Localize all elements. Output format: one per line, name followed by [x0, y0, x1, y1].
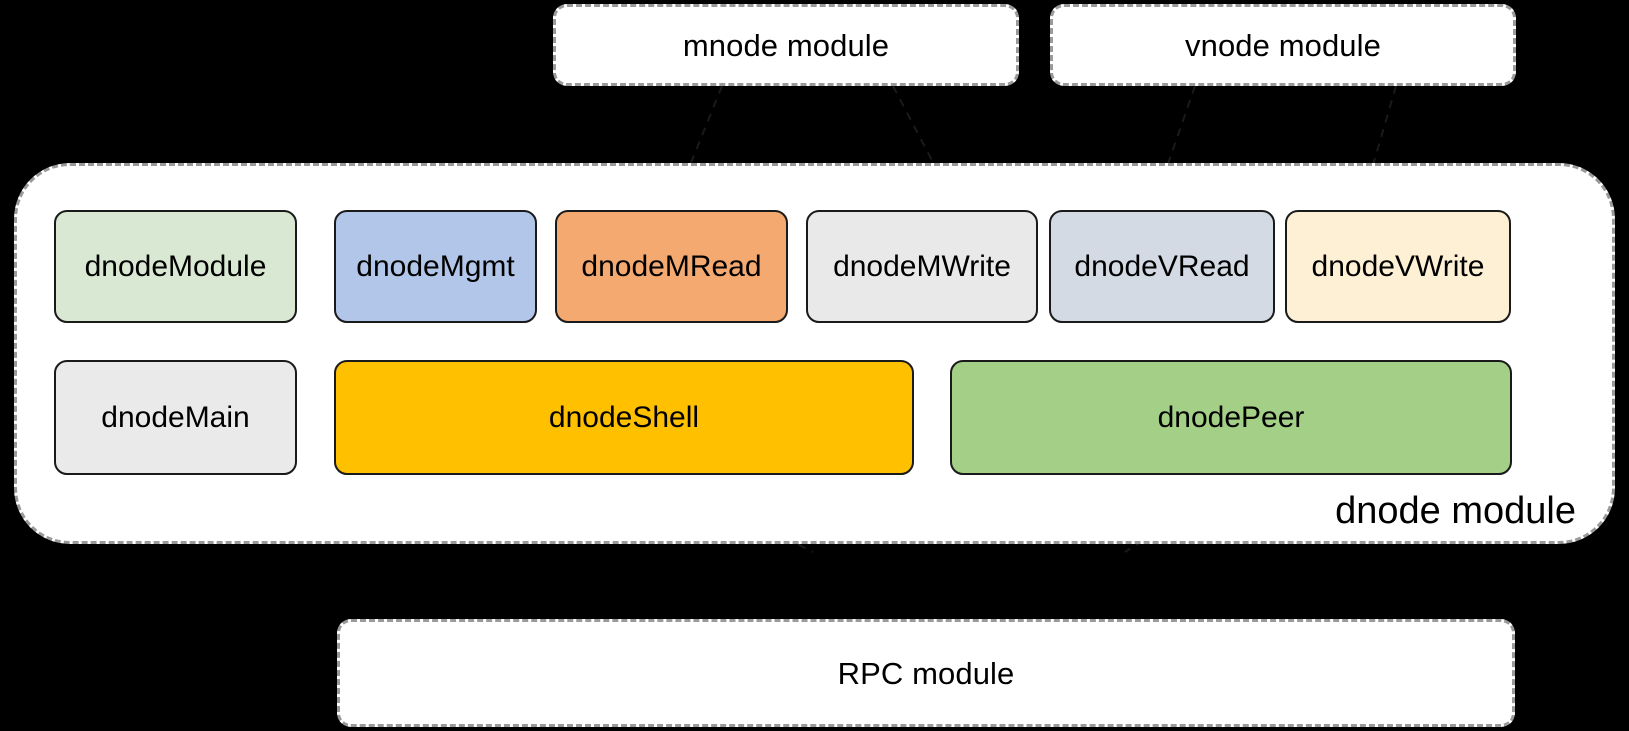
node-label-dnodeshell: dnodeShell [548, 401, 700, 434]
node-box-dnodemread[interactable]: dnodeMRead [555, 210, 788, 323]
node-label-dnodemread: dnodeMRead [581, 250, 762, 283]
dnode-module-label: dnode module [1335, 490, 1576, 533]
mnode-module-label: mnode module [682, 27, 890, 63]
node-label-dnodepeer: dnodePeer [1157, 401, 1305, 434]
mnode-module-box[interactable]: mnode module [553, 4, 1019, 86]
rpc-module-box[interactable]: RPC module [337, 619, 1515, 727]
node-box-dnodevwrite[interactable]: dnodeVWrite [1285, 210, 1511, 323]
node-label-dnodevwrite: dnodeVWrite [1311, 250, 1485, 283]
node-label-dnodemain: dnodeMain [101, 401, 250, 434]
node-box-dnodemgmt[interactable]: dnodeMgmt [334, 210, 537, 323]
node-label-dnodemgmt: dnodeMgmt [356, 250, 515, 283]
rpc-module-label: RPC module [837, 655, 1015, 691]
vnode-module-label: vnode module [1185, 27, 1381, 63]
node-label-dnodevread: dnodeVRead [1074, 250, 1250, 283]
node-box-dnodemodule[interactable]: dnodeModule [54, 210, 297, 323]
node-box-dnodeshell[interactable]: dnodeShell [334, 360, 914, 475]
node-box-dnodemwrite[interactable]: dnodeMWrite [806, 210, 1038, 323]
vnode-module-box[interactable]: vnode module [1050, 4, 1516, 86]
node-label-dnodemodule: dnodeModule [84, 250, 267, 283]
node-label-dnodemwrite: dnodeMWrite [833, 250, 1011, 283]
node-box-dnodemain[interactable]: dnodeMain [54, 360, 297, 475]
node-box-dnodevread[interactable]: dnodeVRead [1049, 210, 1275, 323]
node-box-dnodepeer[interactable]: dnodePeer [950, 360, 1512, 475]
